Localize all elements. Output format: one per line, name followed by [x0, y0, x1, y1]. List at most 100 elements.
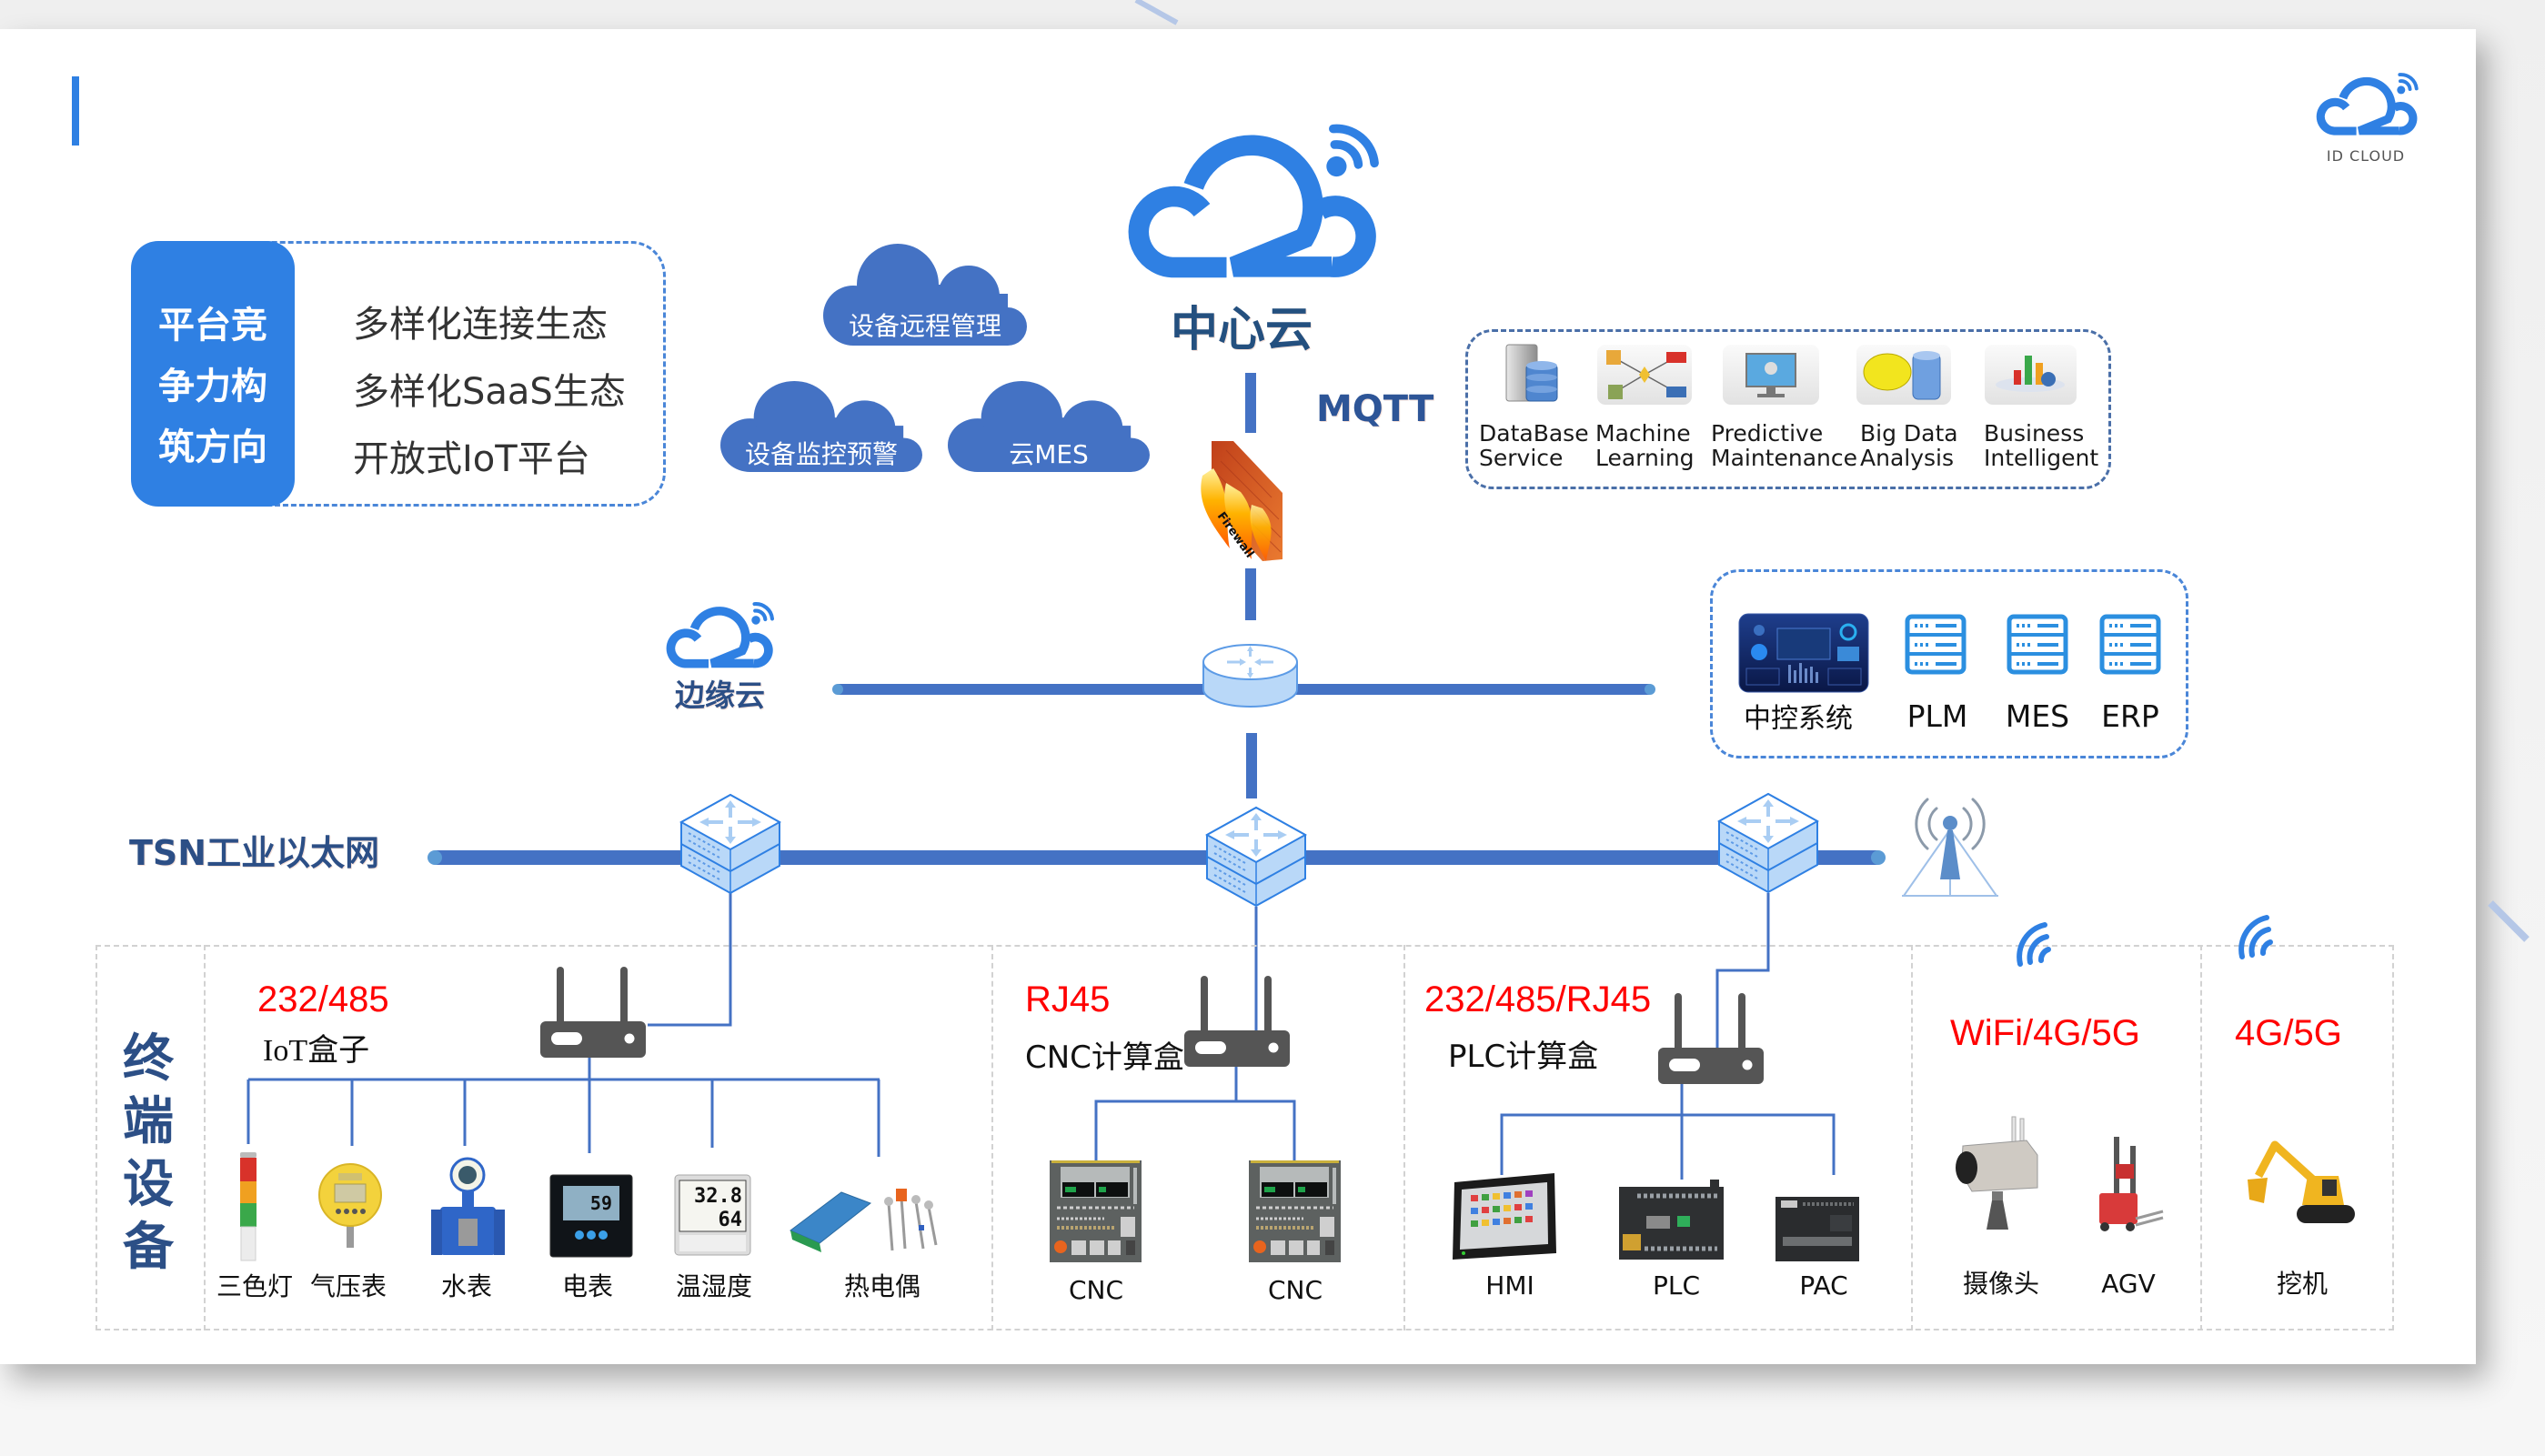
- hygrometer-icon: 32.8 64: [674, 1174, 751, 1256]
- cellular-protocol-label: 4G/5G: [2235, 1013, 2342, 1053]
- service-label-line: Maintenance: [1711, 445, 1857, 471]
- service-label-line: Machine: [1595, 420, 1691, 447]
- mes-server-icon: [2007, 614, 2068, 675]
- wireless-protocol-label: WiFi/4G/5G: [1950, 1013, 2140, 1053]
- column-divider: [204, 945, 206, 1330]
- thermocouple-icon: [790, 1189, 938, 1252]
- device-label: 气压表: [309, 1271, 387, 1301]
- agv-icon: [2099, 1137, 2164, 1231]
- device-label: 电表: [561, 1271, 614, 1301]
- device-label: HMI: [1485, 1270, 1534, 1300]
- wireless-tower-icon: [1902, 798, 1998, 897]
- device-label: CNC: [1267, 1275, 1323, 1305]
- hygrometer-temperature: 32.8: [694, 1185, 742, 1208]
- cloud-services-box: [1465, 329, 2111, 489]
- brand-name: ID CLOUD: [2326, 147, 2406, 165]
- machine-learning-icon: [1597, 345, 1692, 405]
- wireless-signal-icon: [2017, 922, 2051, 967]
- plc-protocol-label: 232/485/RJ45: [1424, 979, 1652, 1019]
- service-label-line: Predictive: [1711, 420, 1824, 447]
- title-char: 终: [123, 1029, 174, 1089]
- plc-device-bus: [1500, 1113, 1836, 1175]
- brand-logo: ID CLOUD: [2310, 71, 2421, 162]
- tsn-switch-icon: [1205, 806, 1307, 908]
- iot-gateway-router-icon: [540, 967, 646, 1058]
- title-char: 备: [123, 1218, 174, 1277]
- device-label: 温湿度: [675, 1271, 753, 1301]
- tsn-label: TSN工业以太网: [129, 833, 380, 873]
- database-icon: [1505, 344, 1558, 402]
- edge-cloud-icon: [657, 600, 780, 673]
- pressure-gauge-icon: [318, 1163, 382, 1248]
- cloud-app-label: 设备远程管理: [848, 311, 1001, 341]
- erp-label: ERP: [2101, 698, 2159, 734]
- cnc-gateway-label: CNC计算盒: [1025, 1039, 1184, 1076]
- service-label: Business Intelligent: [1984, 421, 2098, 470]
- stack-light-icon: [240, 1152, 257, 1261]
- iot-gateway-label: IoT盒子: [263, 1034, 370, 1068]
- title-char: 端: [123, 1092, 174, 1151]
- iot-protocol-label: 232/485: [257, 979, 389, 1019]
- platform-title-line: 筑方向: [158, 427, 267, 468]
- service-label-line: Service: [1479, 445, 1564, 471]
- platform-item: 开放式IoT平台: [353, 438, 590, 480]
- camera-icon: [1956, 1116, 2038, 1230]
- terminal-devices-frame: [96, 945, 2394, 1330]
- device-label: CNC: [1068, 1275, 1124, 1305]
- hmi-icon: [1453, 1173, 1556, 1260]
- cnc-protocol-label: RJ45: [1025, 979, 1111, 1019]
- device-label: 水表: [440, 1271, 493, 1301]
- plc-gateway-label: PLC计算盒: [1448, 1039, 1599, 1075]
- water-meter-icon: [431, 1157, 505, 1255]
- cnc-machine-icon: [1249, 1160, 1341, 1262]
- service-label: Machine Learning: [1595, 421, 1695, 470]
- platform-item: 多样化连接生态: [353, 304, 608, 346]
- tsn-switch-icon: [1717, 792, 1819, 894]
- cellular-signal-icon: [2238, 915, 2273, 959]
- power-meter-icon: 59: [549, 1174, 633, 1258]
- column-divider: [991, 945, 993, 1330]
- service-label: Predictive Maintenance: [1711, 421, 1857, 470]
- power-meter-readout: 59: [590, 1192, 612, 1214]
- cloud-app-monitoring-alert: 设备监控预警: [720, 381, 922, 472]
- title-accent-bar: [72, 76, 79, 146]
- plc-icon: [1619, 1180, 1724, 1260]
- terminal-devices-title: 终 端 设 备: [121, 1028, 176, 1279]
- edge-cloud-label: 边缘云: [675, 678, 765, 713]
- cloud-app-label: 云MES: [1009, 439, 1089, 469]
- device-label: 挖机: [2276, 1269, 2329, 1299]
- cloud-app-mes: 云MES: [948, 381, 1150, 472]
- firewall-icon: Firewall: [1201, 441, 1283, 561]
- core-router-icon: [1202, 644, 1298, 708]
- service-label-line: Learning: [1595, 445, 1695, 471]
- platform-title-line: 争力构: [158, 366, 267, 407]
- link-switch-plc-gateway: [1715, 893, 1770, 1048]
- column-divider: [2200, 945, 2202, 1330]
- device-label: AGV: [2101, 1269, 2156, 1299]
- decor-stroke-top: [1134, 0, 1179, 25]
- cloud-app-label: 设备监控预警: [744, 439, 898, 469]
- service-label-line: Analysis: [1860, 445, 1955, 471]
- big-data-icon: [1856, 345, 1951, 405]
- link-switch-iot-gateway: [648, 893, 732, 1027]
- cnc-machine-icon: [1050, 1160, 1142, 1262]
- center-cloud-label: 中心云: [1171, 303, 1313, 357]
- platform-item: 多样化SaaS生态: [353, 371, 626, 413]
- predictive-maintenance-icon: [1723, 345, 1819, 405]
- device-label: PLC: [1652, 1270, 1701, 1300]
- decor-stroke-right: [2488, 900, 2530, 942]
- service-label-line: Big Data: [1860, 420, 1958, 447]
- service-label: Big Data Analysis: [1860, 421, 1958, 470]
- device-label: PAC: [1799, 1270, 1848, 1300]
- control-system-icon: [1738, 613, 1869, 693]
- column-divider: [1403, 945, 1405, 1330]
- platform-items: 多样化连接生态 多样化SaaS生态 开放式IoT平台: [353, 291, 626, 493]
- service-label: DataBase Service: [1479, 421, 1589, 470]
- plc-gateway-router-icon: [1658, 993, 1764, 1084]
- control-system-label: 中控系统: [1744, 703, 1853, 735]
- device-label: 热电偶: [843, 1271, 921, 1301]
- edge-bus-end-cap: [1645, 684, 1655, 695]
- service-label-line: DataBase: [1479, 420, 1589, 447]
- device-label: 摄像头: [1962, 1269, 2040, 1299]
- cnc-gateway-router-icon: [1184, 976, 1290, 1067]
